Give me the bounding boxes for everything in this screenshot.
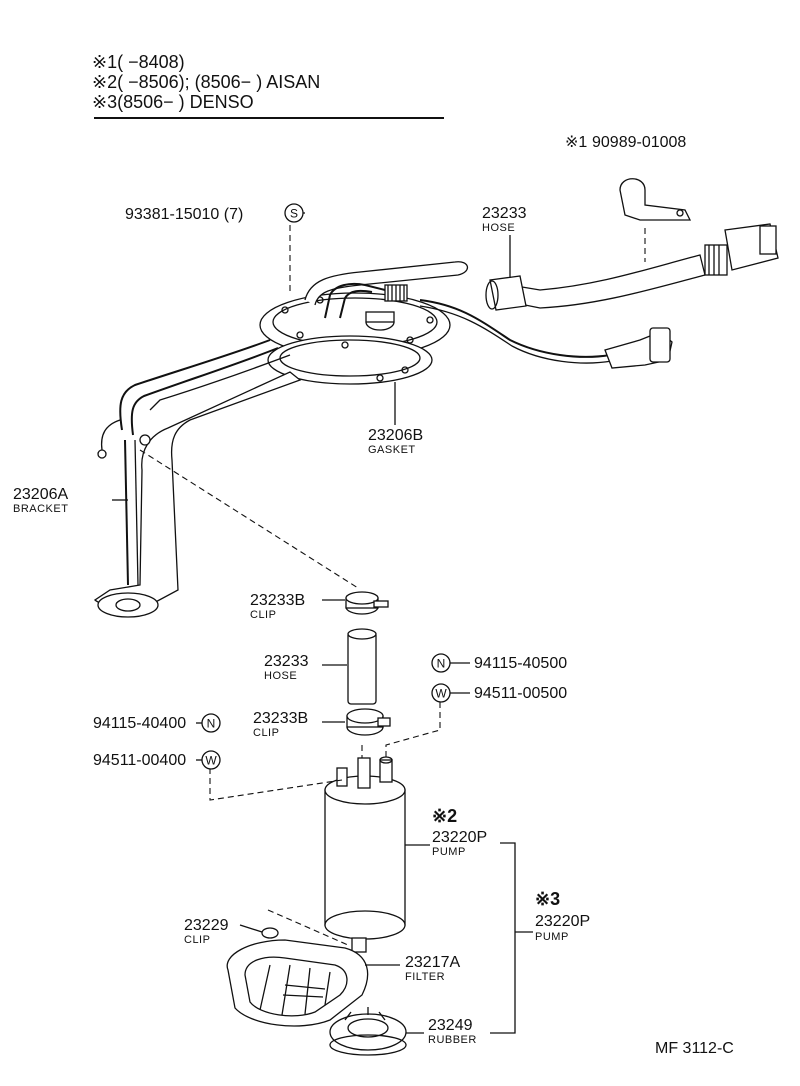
symbol-n-right-icon: N [431, 653, 451, 673]
clip-mid-part-name: CLIP [253, 727, 279, 739]
screw-part-number: 93381-15010 (7) [125, 206, 243, 223]
clamp-mark: ※1 [565, 134, 587, 151]
svg-text:S: S [290, 207, 298, 221]
clip-top-part-number: 23233B [250, 592, 305, 609]
pump-denso-mark: ※3 [535, 889, 560, 909]
washer-right-part-number: 94511-00500 [474, 685, 567, 702]
svg-text:W: W [435, 687, 447, 701]
clip-small-part-number: 23229 [184, 917, 229, 934]
clamp-part-number: 90989-01008 [592, 134, 686, 151]
gasket-part-number: 23206B [368, 427, 423, 444]
svg-text:N: N [437, 657, 446, 671]
nut-right-part-number: 94115-40500 [474, 655, 567, 672]
leader-clip-small [239, 924, 263, 933]
clip-small-part-name: CLIP [184, 934, 210, 946]
hose-top-part-name: HOSE [482, 222, 515, 234]
header-note-2: ※2( −8506); (8506− ) AISAN [92, 72, 320, 92]
fuel-filter-drawing [226, 909, 369, 1027]
leader-bracket-to-clip [139, 449, 359, 589]
nut-left-part-number: 94115-40400 [93, 715, 186, 732]
bracket-part-number: 23206A [13, 486, 68, 503]
diagram-code: MF 3112-C [655, 1040, 734, 1057]
clip-mid-part-number: 23233B [253, 710, 308, 727]
pump-aisan-part-name: PUMP [432, 846, 466, 858]
symbol-w-left-icon: W [201, 750, 221, 770]
rubber-mount-drawing [329, 1007, 407, 1056]
clip-top-part-name: CLIP [250, 609, 276, 621]
svg-text:W: W [205, 754, 217, 768]
fuel-hose-drawing [485, 223, 779, 311]
pump-bracket-assembly-drawing [93, 261, 673, 618]
symbol-w-right-icon: W [431, 683, 451, 703]
svg-text:N: N [207, 717, 216, 731]
hose-top-part-number: 23233 [482, 205, 527, 222]
hose-mid-part-number: 23233 [264, 653, 309, 670]
gasket-part-name: GASKET [368, 444, 416, 456]
bracket-part-name: BRACKET [13, 503, 68, 515]
washer-left-part-number: 94511-00400 [93, 752, 186, 769]
rubber-part-number: 23249 [428, 1017, 473, 1034]
rubber-part-name: RUBBER [428, 1034, 477, 1046]
filter-part-number: 23217A [405, 954, 460, 971]
fuel-pump-drawing [324, 756, 406, 953]
header-note-3: ※3(8506− ) DENSO [92, 92, 254, 112]
leader-washer-left [209, 758, 343, 801]
pump-denso-part-number: 23220P [535, 913, 590, 930]
header-note-1: ※1( −8408) [92, 52, 185, 72]
symbol-n-left-icon: N [201, 713, 221, 733]
clamp-drawing [619, 178, 692, 262]
symbol-s-icon: S [284, 203, 304, 223]
pump-aisan-mark: ※2 [432, 806, 457, 826]
leader-washer-right [385, 702, 441, 758]
clip-hose-stack-drawing [345, 591, 391, 760]
hose-mid-part-name: HOSE [264, 670, 297, 682]
pump-variant-bracket [490, 842, 516, 1034]
pump-denso-part-name: PUMP [535, 931, 569, 943]
filter-part-name: FILTER [405, 971, 445, 983]
pump-aisan-part-number: 23220P [432, 829, 487, 846]
